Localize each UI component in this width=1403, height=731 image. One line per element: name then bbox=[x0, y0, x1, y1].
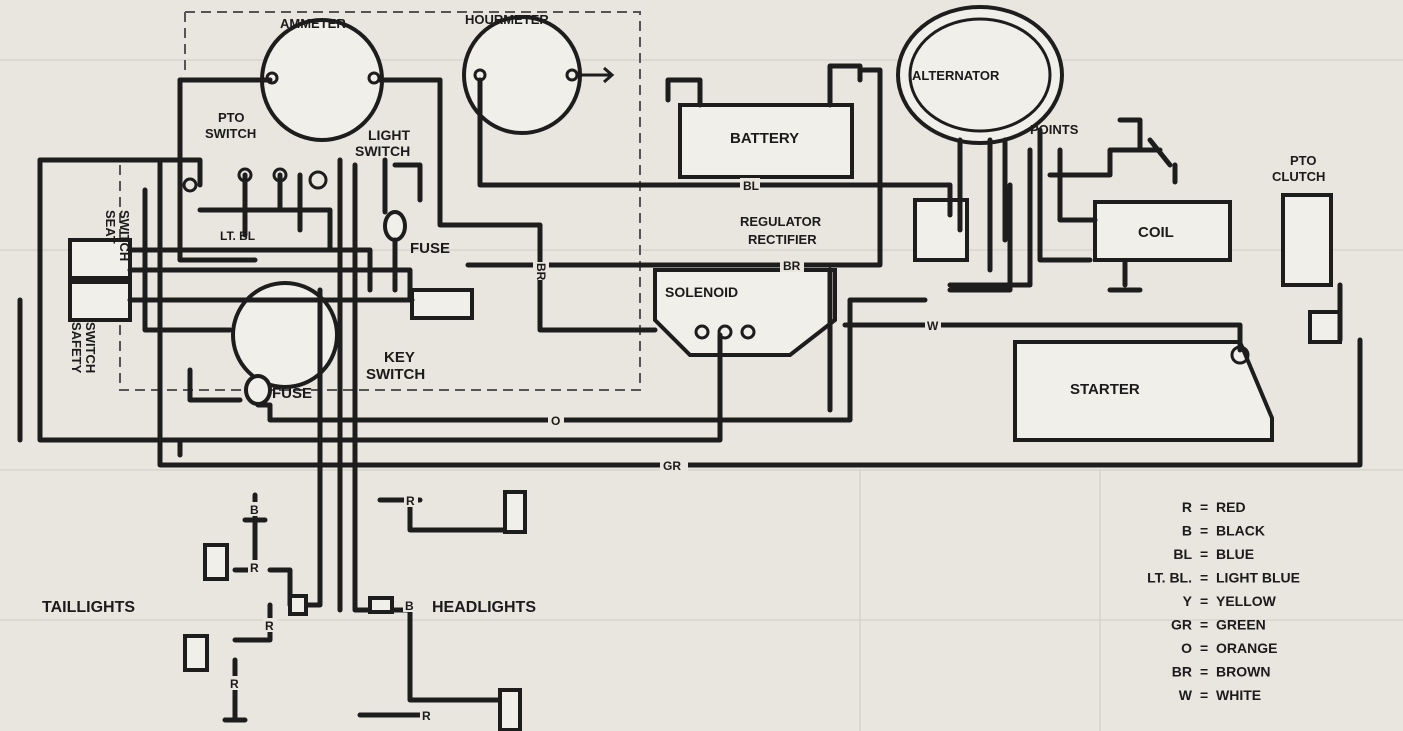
wiring-harness bbox=[17, 67, 1363, 723]
color-legend: R = RED B = BLACK BL = BLUE LT. BL. = LIGHT BLUE Y = Y… bbox=[1147, 499, 1300, 703]
solenoid-terminal-2 bbox=[717, 324, 733, 340]
headlight-connector bbox=[368, 596, 394, 614]
light-switch-label-2: SWITCH bbox=[355, 143, 410, 159]
points-label: POINTS bbox=[1030, 122, 1079, 137]
legend-meaning: BLUE bbox=[1216, 546, 1254, 562]
seat-switch-label-1: SEAT bbox=[103, 210, 118, 244]
battery-terminal-right bbox=[827, 63, 863, 108]
wire-label-w: W bbox=[927, 319, 939, 333]
ammeter-symbol bbox=[260, 18, 384, 142]
legend-code: BL bbox=[1173, 546, 1192, 562]
legend-separator: = bbox=[1200, 499, 1208, 515]
safety-switch-label-1: SAFETY bbox=[69, 322, 84, 374]
battery-label: BATTERY bbox=[730, 130, 799, 147]
legend-separator: = bbox=[1200, 664, 1208, 680]
alternator-label: ALTERNATOR bbox=[912, 68, 1000, 83]
key-switch-label-1: KEY bbox=[384, 349, 415, 366]
wire-label-o: O bbox=[551, 414, 560, 428]
seat-switch-label-2: SWITCH bbox=[117, 210, 132, 261]
solenoid-terminal-1 bbox=[694, 324, 710, 340]
hourmeter-arrow bbox=[577, 66, 615, 84]
legend-code: W bbox=[1179, 687, 1193, 703]
headlight-lamps bbox=[498, 490, 527, 731]
legend-meaning: LIGHT BLUE bbox=[1216, 570, 1300, 586]
solenoid-symbol bbox=[653, 268, 837, 357]
pto-switch-label-2: SWITCH bbox=[205, 126, 256, 141]
wire-label-br-left: BR bbox=[534, 263, 548, 281]
legend-meaning: RED bbox=[1216, 499, 1246, 515]
legend-code: BR bbox=[1172, 664, 1192, 680]
key-switch-label-2: SWITCH bbox=[366, 366, 425, 383]
legend-meaning: BLACK bbox=[1216, 523, 1265, 539]
wire-label-bl: BL bbox=[743, 179, 759, 193]
legend-meaning: GREEN bbox=[1216, 617, 1266, 633]
points-symbol bbox=[1127, 137, 1178, 185]
light-switch-label-1: LIGHT bbox=[368, 127, 410, 143]
alternator-inner-ring bbox=[908, 17, 1052, 133]
fuse2-symbol bbox=[244, 374, 272, 406]
starter-label: STARTER bbox=[1070, 381, 1140, 398]
ammeter-label: AMMETER bbox=[280, 16, 346, 31]
coil-label: COIL bbox=[1138, 224, 1174, 241]
legend-code: R bbox=[1182, 499, 1192, 515]
wire-label-r-tail-top: R bbox=[250, 561, 259, 575]
battery-terminal-left bbox=[665, 77, 703, 108]
pto-clutch-connector bbox=[1308, 310, 1342, 344]
legend-separator: = bbox=[1200, 593, 1208, 609]
legend-meaning: WHITE bbox=[1216, 687, 1261, 703]
fuse-label: FUSE bbox=[410, 240, 450, 257]
legend-meaning: BROWN bbox=[1216, 664, 1270, 680]
legend-meaning: YELLOW bbox=[1216, 593, 1277, 609]
legend-separator: = bbox=[1200, 640, 1208, 656]
fuse2-label: FUSE bbox=[272, 385, 312, 402]
pto-clutch-label-1: PTO bbox=[1290, 153, 1317, 168]
safety-switch-symbol bbox=[68, 280, 132, 322]
regulator-label-2: RECTIFIER bbox=[748, 232, 817, 247]
pto-switch-contacts bbox=[182, 167, 328, 193]
wire-labels: BL BR BR W O GR R R R R R B B LT. BL bbox=[220, 178, 941, 723]
legend-code: O bbox=[1181, 640, 1192, 656]
pto-clutch-label-2: CLUTCH bbox=[1272, 169, 1325, 184]
battery-symbol bbox=[678, 103, 854, 179]
starter-symbol bbox=[1013, 340, 1274, 442]
wire-label-lt-bl: LT. BL bbox=[220, 229, 255, 243]
seat-switch-symbol bbox=[68, 238, 132, 280]
legend-separator: = bbox=[1200, 687, 1208, 703]
legend-code: Y bbox=[1183, 593, 1193, 609]
taillight-lamps bbox=[183, 543, 308, 672]
wire-label-r-head-top: R bbox=[406, 494, 415, 508]
solenoid-label: SOLENOID bbox=[665, 284, 738, 300]
regulator-label-1: REGULATOR bbox=[740, 214, 822, 229]
fuse-symbol bbox=[383, 210, 407, 242]
legend-separator: = bbox=[1200, 617, 1208, 633]
wire-label-r-head-bot: R bbox=[422, 709, 431, 723]
wire-label-b-tail: B bbox=[250, 503, 259, 517]
legend-meaning: ORANGE bbox=[1216, 640, 1277, 656]
legend-separator: = bbox=[1200, 546, 1208, 562]
key-switch-connector bbox=[410, 288, 474, 320]
legend-separator: = bbox=[1200, 523, 1208, 539]
wire-label-gr: GR bbox=[663, 459, 681, 473]
coil-ground bbox=[1107, 259, 1143, 293]
pto-clutch-symbol bbox=[1281, 193, 1333, 287]
solenoid-terminal-3 bbox=[740, 324, 756, 340]
legend-separator: = bbox=[1200, 570, 1208, 586]
hourmeter-label: HOURMETER bbox=[465, 12, 549, 27]
wire-label-r-tail-mid: R bbox=[265, 619, 274, 633]
legend-code: B bbox=[1182, 523, 1192, 539]
legend-code: LT. BL. bbox=[1147, 570, 1192, 586]
pto-switch-label-1: PTO bbox=[218, 110, 245, 125]
key-switch-symbol bbox=[231, 281, 339, 389]
safety-switch-label-2: SWITCH bbox=[83, 322, 98, 373]
wire-label-r-tail-bot: R bbox=[230, 677, 239, 691]
legend-code: GR bbox=[1171, 617, 1192, 633]
alternator-symbol bbox=[896, 5, 1064, 145]
wire-label-b-head: B bbox=[405, 599, 414, 613]
wire-label-br-mid: BR bbox=[783, 259, 801, 273]
headlights-label: HEADLIGHTS bbox=[432, 599, 536, 616]
taillights-label: TAILLIGHTS bbox=[42, 599, 135, 616]
coil-symbol bbox=[1093, 200, 1232, 262]
